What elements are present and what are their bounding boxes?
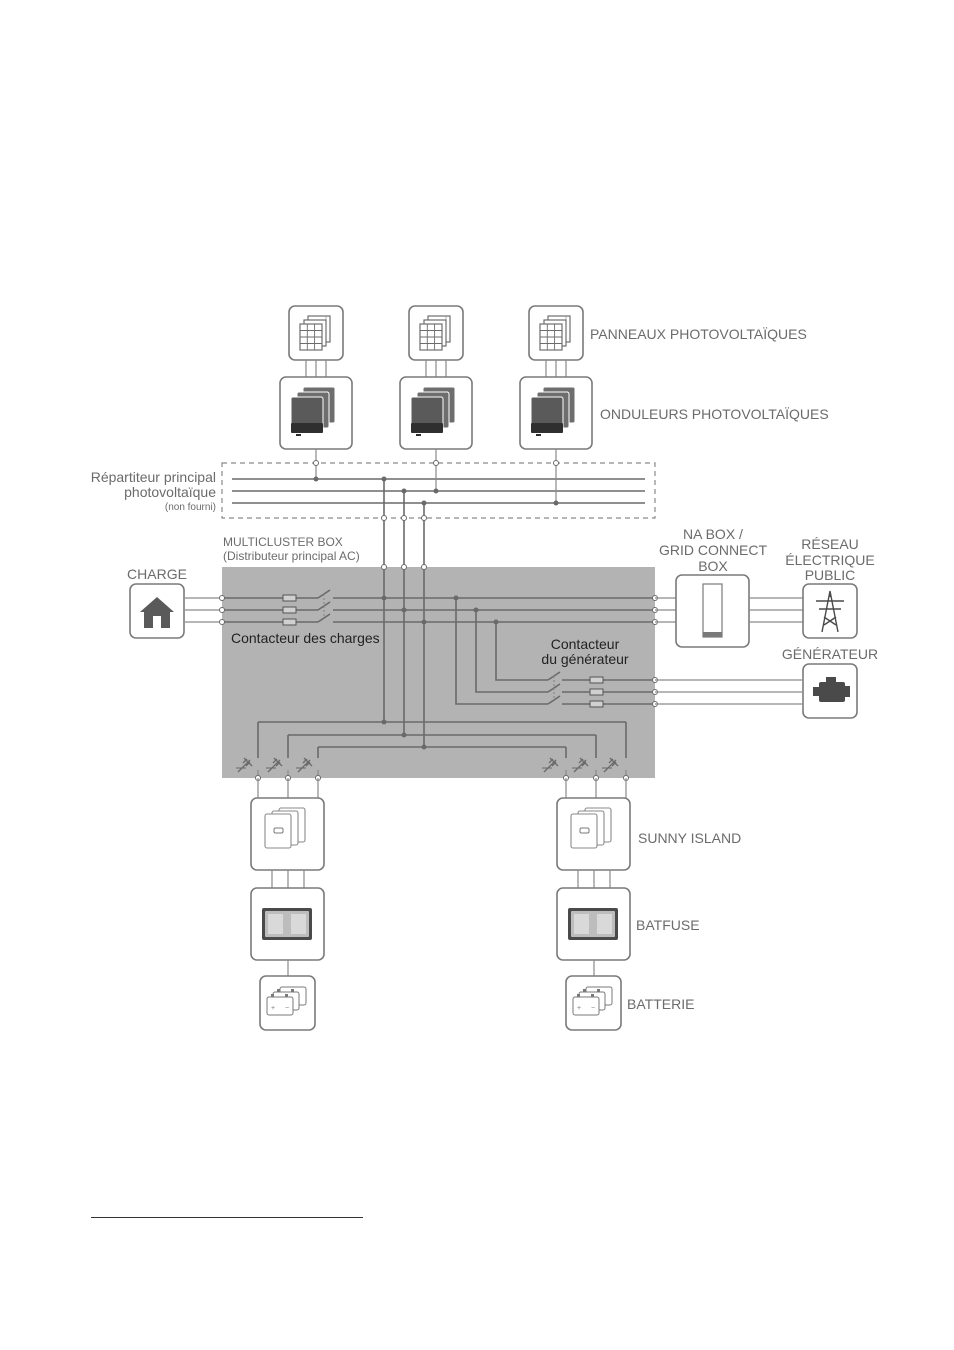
sunny-island-left xyxy=(250,778,325,1031)
multicluster-wiring xyxy=(185,479,802,758)
pv-panels xyxy=(288,305,584,377)
generator-contactor-label-2: du générateur xyxy=(541,651,629,667)
grid-label-3: PUBLIC xyxy=(805,567,856,583)
sunny-island-right xyxy=(556,778,631,1031)
engine-icon xyxy=(813,677,850,702)
solar-panel-icon xyxy=(539,315,571,351)
pv-distributor-bus xyxy=(232,449,645,506)
na-box-label-3: BOX xyxy=(698,558,728,574)
pv-panels-label: PANNEAUX PHOTOVOLTAÏQUES xyxy=(590,326,807,342)
na-box-icon xyxy=(702,583,723,638)
generator-contactor-label-1: Contacteur xyxy=(551,636,620,652)
pv-inverters-label: ONDULEURS PHOTOVOLTAÏQUES xyxy=(600,406,829,422)
grid-label-1: RÉSEAU xyxy=(801,536,859,552)
pv-distributor-note: (non fourni) xyxy=(165,502,216,513)
na-box xyxy=(655,574,803,648)
generator-label: GÉNÉRATEUR xyxy=(782,646,878,662)
footnote-rule xyxy=(91,1217,363,1218)
fuse-icon xyxy=(568,908,618,940)
pv-distributor-label-1: Répartiteur principal xyxy=(91,469,216,485)
fuse-icon xyxy=(262,908,312,940)
na-box-label-2: GRID CONNECT xyxy=(659,542,768,558)
multicluster-subtitle: (Distributeur principal AC) xyxy=(223,549,360,563)
generator-box xyxy=(802,663,858,719)
battery-inverter-icon xyxy=(570,807,612,849)
na-box-label-1: NA BOX / xyxy=(683,526,743,542)
solar-panel-icon xyxy=(299,315,331,351)
battery-label: BATTERIE xyxy=(627,996,694,1012)
multicluster-title: MULTICLUSTER BOX xyxy=(223,535,343,549)
house-icon xyxy=(140,597,174,628)
batfuse-label: BATFUSE xyxy=(636,917,700,933)
grid-label-2: ÉLECTRIQUE xyxy=(785,552,874,568)
charge-box xyxy=(129,583,185,639)
load-contactor-label: Contacteur des charges xyxy=(231,630,380,646)
charge-label: CHARGE xyxy=(127,566,187,582)
grid-box xyxy=(802,583,858,639)
sunny-island-label: SUNNY ISLAND xyxy=(638,830,741,846)
pv-distributor-label-2: photovoltaïque xyxy=(124,484,216,500)
multicluster-box xyxy=(222,567,655,778)
battery-inverter-icon xyxy=(264,807,306,849)
solar-panel-icon xyxy=(419,315,451,351)
pv-inverters xyxy=(279,376,593,450)
power-pylon-icon xyxy=(816,590,844,633)
